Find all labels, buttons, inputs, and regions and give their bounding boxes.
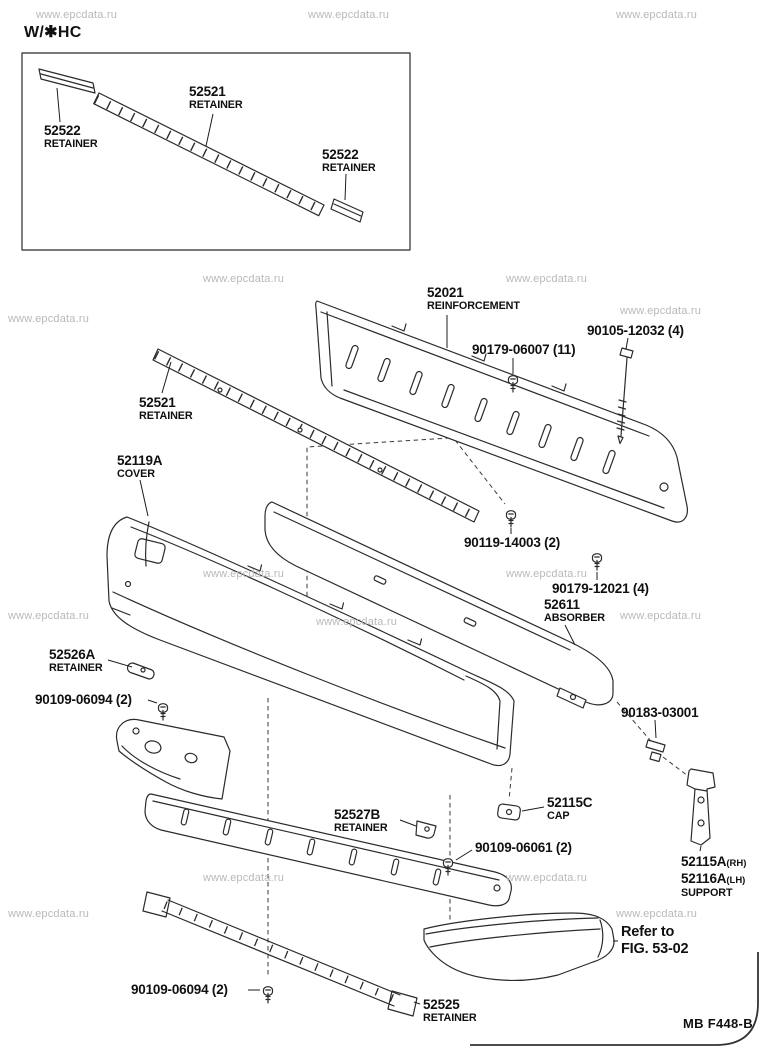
refer-line: Refer to (621, 924, 675, 940)
retainer-clip-52527b-part (415, 820, 437, 839)
part-number: 90179-12021 (4) (552, 581, 649, 596)
part-name: RETAINER (139, 410, 193, 423)
variant-label: W/✱HC (24, 24, 82, 41)
retainer-bottom-part (142, 891, 418, 1017)
watermark: www.epcdata.ru (506, 568, 588, 580)
label-inset-retainer-right: 52522 RETAINER (322, 147, 376, 175)
lower-bumper-part (423, 912, 615, 981)
reinforcement-part (315, 300, 688, 523)
part-number: 52611 (544, 597, 580, 612)
part-name: RETAINER (423, 1012, 477, 1025)
part-name: ABSORBER (544, 612, 605, 625)
part-name: RETAINER (44, 138, 98, 151)
watermark: www.epcdata.ru (203, 273, 285, 285)
label-inset-retainer-top: 52521 RETAINER (189, 84, 243, 112)
part-side: (LH) (726, 875, 746, 887)
screw-90109-06094-lower-part (262, 986, 274, 1004)
part-number: 90119-14003 (2) (464, 535, 561, 550)
part-number: 52527B (334, 807, 381, 822)
refer-line: FIG. 53-02 (621, 940, 689, 957)
watermark: www.epcdata.ru (620, 305, 702, 317)
figure-code: MB F448-B (683, 1016, 753, 1031)
part-number: 52115A (681, 854, 727, 869)
inset-box (21, 52, 411, 251)
watermark: www.epcdata.ru (8, 610, 90, 622)
label-screw-90109-06094-lower: 90109-06094 (2) (131, 982, 228, 997)
part-number: 90183-03001 (621, 705, 699, 720)
label-bolt-90105-12032: 90105-12032 (4) (587, 323, 684, 338)
watermark: www.epcdata.ru (203, 872, 285, 884)
part-name: CAP (547, 810, 570, 823)
label-screw-90179-12021: 90179-12021 (4) (552, 581, 649, 596)
label-screw-90109-06094-upper: 90109-06094 (2) (35, 692, 132, 707)
bumper-cover-part (106, 516, 515, 767)
part-number: 52525 (423, 997, 460, 1012)
screw-90109-06094-upper-part (157, 703, 169, 721)
watermark: www.epcdata.ru (36, 9, 118, 21)
label-screw-90109-06061: 90109-06061 (2) (475, 840, 572, 855)
label-support: 52115A(RH) 52116A(LH) SUPPORT (681, 853, 746, 900)
watermark: www.epcdata.ru (620, 610, 702, 622)
watermark: www.epcdata.ru (616, 908, 698, 920)
part-number: 52522 (322, 147, 359, 162)
part-number: 90105-12032 (4) (587, 323, 684, 338)
part-number: 90179-06007 (11) (472, 342, 576, 357)
part-name: RETAINER (49, 662, 103, 675)
figure-code-text: MB F448-B (683, 1016, 753, 1031)
watermark: www.epcdata.ru (506, 273, 588, 285)
clip-90183-part (645, 739, 666, 763)
label-clip-90183: 90183-03001 (621, 705, 699, 720)
part-name: RETAINER (334, 822, 388, 835)
label-screw-90119-14003: 90119-14003 (2) (464, 535, 561, 550)
part-number: 52021 (427, 285, 464, 300)
label-retainer-52526a: 52526A RETAINER (49, 647, 103, 675)
screw-90119-14003-part (505, 510, 517, 528)
label-cap-52115c: 52115C CAP (547, 795, 593, 823)
part-name: RETAINER (189, 99, 243, 112)
label-refer-fig: Refer to FIG. 53-02 (621, 924, 689, 957)
cap-52115c-part (497, 803, 521, 821)
watermark: www.epcdata.ru (8, 313, 90, 325)
part-number: 90109-06094 (2) (131, 982, 228, 997)
watermark: www.epcdata.ru (203, 568, 285, 580)
part-name: SUPPORT (681, 887, 733, 900)
lower-valance-part (115, 718, 512, 907)
absorber-part (264, 501, 614, 709)
label-inset-retainer-left: 52522 RETAINER (44, 123, 98, 151)
part-number: 52116A (681, 871, 727, 887)
bolt-90105-part (616, 347, 634, 445)
watermark: www.epcdata.ru (8, 908, 90, 920)
label-cover: 52119A COVER (117, 453, 163, 481)
label-retainer-52525: 52525 RETAINER (423, 997, 477, 1025)
part-name: REINFORCEMENT (427, 300, 520, 313)
part-number: 52115C (547, 795, 593, 810)
watermark: www.epcdata.ru (316, 616, 398, 628)
part-number: 52526A (49, 647, 96, 662)
part-number: 90109-06061 (2) (475, 840, 572, 855)
watermark: www.epcdata.ru (308, 9, 390, 21)
retainer-clip-52526a-part (126, 662, 155, 680)
retainer-mid-part (152, 348, 480, 523)
part-number: 90109-06094 (2) (35, 692, 132, 707)
label-retainer-mid: 52521 RETAINER (139, 395, 193, 423)
part-number: 52521 (189, 84, 226, 99)
leader-lines (56, 87, 702, 1005)
part-side: (RH) (726, 858, 747, 869)
page-border-corner (470, 952, 759, 1046)
part-number: 52119A (117, 453, 163, 468)
support-bracket-part (686, 768, 716, 846)
label-retainer-52527b: 52527B RETAINER (334, 807, 388, 835)
inset-retainer-right-part (330, 198, 364, 223)
part-name: RETAINER (322, 162, 376, 175)
label-reinforcement: 52021 REINFORCEMENT (427, 285, 520, 313)
part-number: 52521 (139, 395, 176, 410)
label-absorber: 52611 ABSORBER (544, 597, 605, 625)
label-bolt-90179-06007: 90179-06007 (11) (472, 342, 576, 357)
part-name: COVER (117, 468, 155, 481)
watermark: www.epcdata.ru (506, 872, 588, 884)
watermark: www.epcdata.ru (616, 9, 698, 21)
part-number: 52522 (44, 123, 81, 138)
screw-90179-12021-part (591, 553, 603, 571)
